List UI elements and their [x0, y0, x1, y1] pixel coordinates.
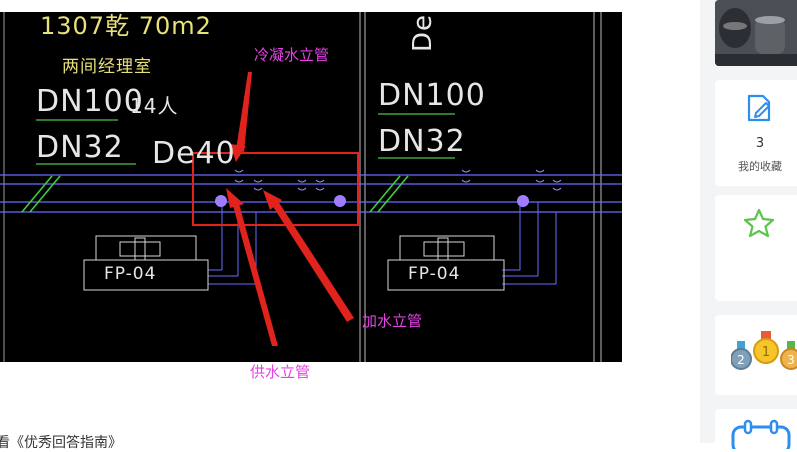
vertical-pipe-label: De	[408, 13, 438, 52]
makeup-water-riser-annotation: 加水立管	[362, 312, 423, 330]
pipe-size-dn32-left: DN32	[36, 130, 124, 165]
pipe-size-de40: De40	[152, 136, 236, 171]
fan-coil-unit-right-label: FP-04	[408, 264, 461, 284]
my-questions-card[interactable]: 3 我的收藏	[715, 80, 797, 186]
fan-coil-unit-left-label: FP-04	[104, 264, 157, 284]
edit-icon	[743, 92, 775, 124]
answer-guide-link[interactable]: 看《优秀回答指南》	[0, 435, 122, 451]
calendar-icon	[731, 419, 791, 449]
condensate-riser-annotation: 冷凝水立管	[254, 46, 330, 64]
my-favorites-card[interactable]	[715, 195, 797, 301]
medals-icon: 2 1 3	[731, 329, 797, 379]
pipe-size-dn100-left: DN100	[36, 84, 144, 119]
medals-card[interactable]: 2 1 3	[715, 315, 797, 395]
svg-text:1: 1	[762, 345, 770, 360]
pipe-size-dn100-right: DN100	[378, 78, 486, 113]
star-icon	[743, 207, 775, 239]
supply-riser-annotation: 供水立管	[250, 363, 311, 381]
occupancy-note: 14人	[130, 94, 179, 118]
my-questions-label: 我的收藏	[738, 160, 782, 173]
calendar-card[interactable]	[715, 409, 797, 449]
my-questions-count: 3	[755, 136, 765, 151]
svg-text:3: 3	[787, 353, 795, 367]
pipe-size-dn32-right: DN32	[378, 124, 466, 159]
room-name-text: 两间经理室	[62, 57, 152, 77]
cad-linework	[0, 12, 622, 362]
featured-image-card[interactable]	[715, 0, 797, 66]
svg-text:2: 2	[737, 353, 745, 367]
featured-image	[715, 0, 797, 66]
right-sidebar: 3 我的收藏 2 1 3	[700, 0, 797, 449]
room-area-text: 1307乾 70m2	[40, 12, 212, 40]
post-content-area: 1307乾 70m2 两间经理室 DN100 14人 DN32 De40 DN1…	[0, 12, 622, 451]
cad-drawing-image: 1307乾 70m2 两间经理室 DN100 14人 DN32 De40 DN1…	[0, 12, 622, 362]
